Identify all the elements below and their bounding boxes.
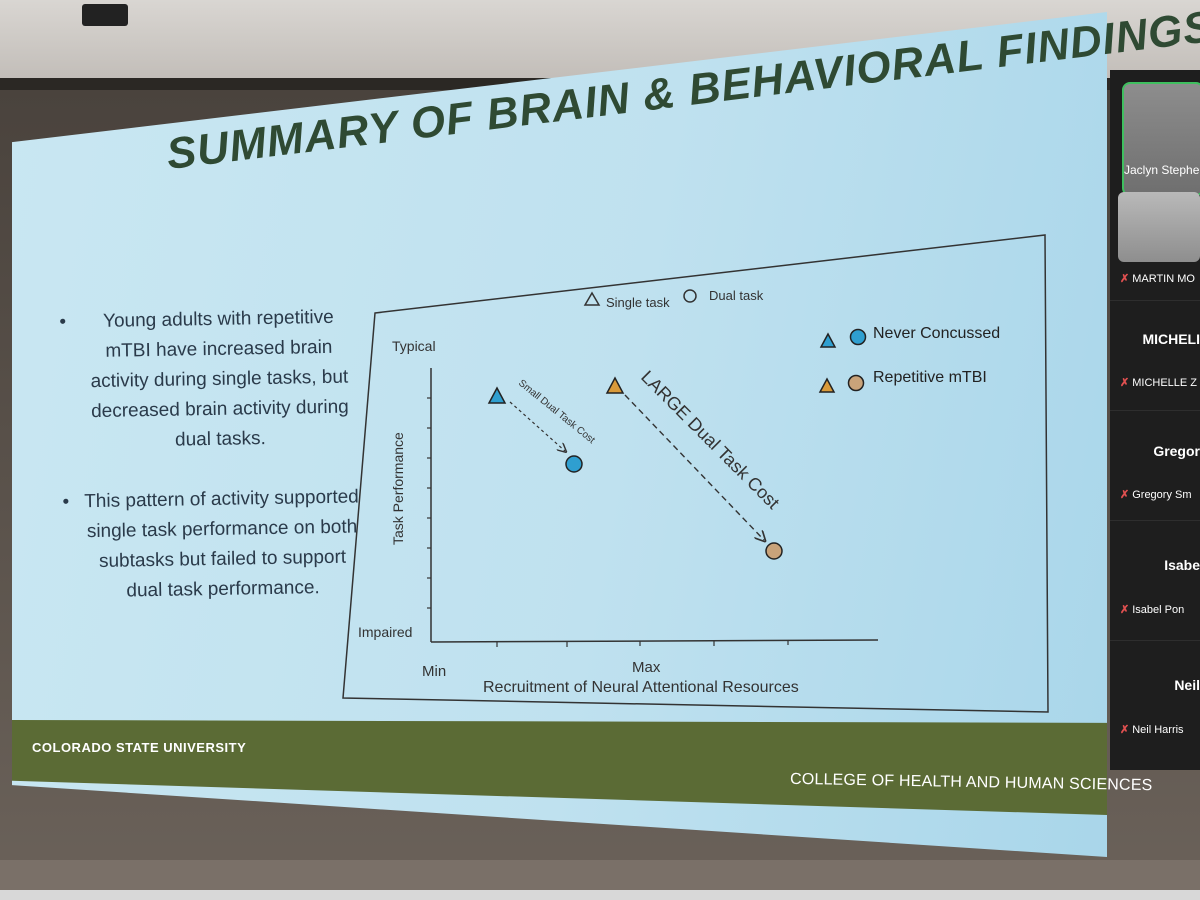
participant-2-tile[interactable]: MICHELI (1110, 300, 1200, 391)
active-speaker-video[interactable] (1122, 82, 1200, 196)
participant-2-name: MICHELLE Z (1132, 377, 1198, 389)
participant-5-title: Neil (1174, 677, 1200, 693)
participant-5-name: Neil Harris (1132, 724, 1184, 736)
repetitive-single-task-marker (605, 376, 625, 394)
participant-4-name: Isabel Pon (1132, 604, 1185, 616)
small-cost-arrow (509, 401, 565, 451)
dual-task-legend-icon (683, 289, 697, 303)
participant-3-title: Gregor (1153, 443, 1200, 459)
participant-4-row: ✗Isabel Pon (1120, 603, 1200, 616)
never-concussed-label: Never Concussed (873, 325, 1000, 342)
single-task-legend-icon (583, 291, 601, 306)
never-concussed-single-task-marker (487, 386, 507, 404)
figure-frame (342, 234, 1049, 713)
never-concussed-circle-icon (849, 328, 867, 346)
participant-4-title: Isabe (1164, 557, 1200, 573)
muted-mic-icon: ✗ (1120, 489, 1130, 501)
participant-5-row: ✗Neil Harris (1120, 723, 1200, 736)
room-camera-video[interactable] (1118, 192, 1200, 262)
active-speaker-name: Jaclyn Stepher (1124, 163, 1200, 177)
participant-4-tile[interactable]: Isabe (1110, 520, 1200, 611)
x-axis-ticks (496, 640, 789, 647)
ceiling-camera (82, 4, 128, 26)
repetitive-mtbi-triangle-icon (818, 377, 836, 393)
participant-2-row: ✗MICHELLE Z (1120, 376, 1200, 389)
participant-1-row[interactable]: ✗MARTIN MO (1120, 272, 1200, 285)
dual-task-legend-label: Dual task (709, 288, 764, 303)
y-axis-title: Task Performance (390, 432, 406, 545)
large-cost-arrow (624, 394, 764, 540)
x-axis-title: Recruitment of Neural Attentional Resour… (483, 679, 799, 696)
participant-3-name: Gregory Sm (1132, 489, 1192, 501)
participant-2-title: MICHELI (1142, 331, 1200, 347)
single-task-legend-label: Single task (606, 295, 670, 310)
participant-3-tile[interactable]: Gregor (1110, 410, 1200, 501)
university-name: COLORADO STATE UNIVERSITY (32, 740, 247, 755)
muted-mic-icon: ✗ (1120, 273, 1130, 285)
repetitive-dual-task-marker (765, 542, 783, 560)
muted-mic-icon: ✗ (1120, 724, 1130, 736)
bottom-edge (0, 890, 1200, 900)
muted-mic-icon: ✗ (1120, 604, 1130, 616)
y-axis-top-label: Typical (392, 338, 436, 354)
never-concussed-dual-task-marker (565, 455, 583, 473)
participant-1-name: MARTIN MO (1132, 273, 1195, 285)
x-axis-min-label: Min (422, 663, 446, 680)
x-axis (430, 639, 879, 643)
participant-3-row: ✗Gregory Sm (1120, 488, 1200, 501)
y-axis-bottom-label: Impaired (358, 624, 412, 640)
repetitive-mtbi-circle-icon (847, 374, 865, 392)
repetitive-mtbi-label: Repetitive mTBI (873, 369, 987, 386)
large-cost-label: LARGE Dual Task Cost (637, 367, 783, 513)
never-concussed-triangle-icon (819, 332, 837, 348)
small-cost-label: Small Dual Task Cost (516, 378, 597, 446)
muted-mic-icon: ✗ (1120, 377, 1130, 389)
y-axis-ticks (427, 397, 431, 609)
participant-5-tile[interactable]: Neil (1110, 640, 1200, 731)
x-axis-max-label: Max (632, 659, 661, 676)
